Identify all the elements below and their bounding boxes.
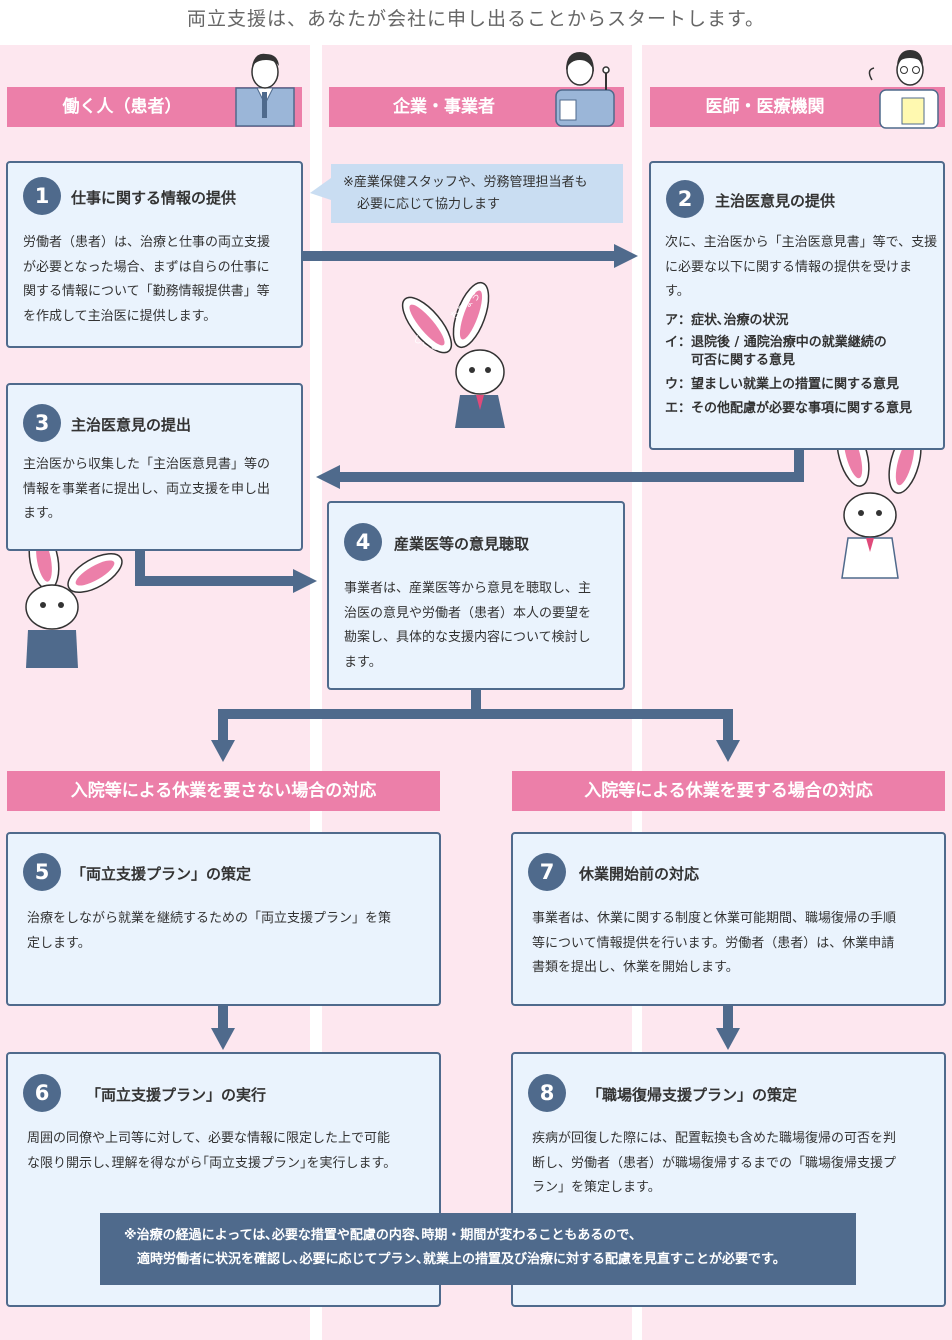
connector-left-down (218, 709, 228, 742)
step-6-line: な限り開示し､理解を得ながら｢両立支援プラン｣を実行します。 (27, 1155, 397, 1171)
step-4-line: 事業者は、産業医等から意見を聴取し、主 (344, 581, 592, 596)
step-4-line: 勘案し、具体的な支援内容について検討し (344, 630, 591, 645)
arrow-2-to-3 (340, 472, 804, 482)
step-5-text: 治療をしながら就業を継続するための「両立支援プラン」を策 定します。 (27, 907, 437, 956)
arrowhead-3-to-4 (293, 569, 317, 593)
step-7-number: 7 (528, 853, 566, 891)
step-7-text: 事業者は、休業に関する制度と休業可能期間、職場復帰の手順 等について情報提供を行… (532, 907, 942, 981)
step-3-line: 情報を事業者に提出し、両立支援を申し出 (23, 481, 271, 497)
step-6-line: 周囲の同僚や上司等に対して、必要な情報に限定した上で可能 (27, 1131, 390, 1146)
actor-company-label: 企業・事業者 (393, 97, 495, 117)
step-5-line: 定します。 (27, 935, 91, 951)
step-7-line: 事業者は、休業に関する制度と休業可能期間、職場復帰の手順 (532, 911, 897, 926)
step-3-title: 主治医意見の提出 (71, 416, 192, 434)
step-6-title: 「両立支援プラン」の実行 (86, 1086, 267, 1104)
step-1-title: 仕事に関する情報の提供 (71, 189, 237, 207)
step-5-title: 「両立支援プラン」の策定 (71, 865, 252, 883)
step-4-line: 治医の意見や労働者（患者）本人の要望を (344, 605, 592, 621)
step-2-item: エ：その他配慮が必要な事項に関する意見 (665, 401, 913, 416)
page-title: 両立支援は、あなたが会社に申し出ることからスタートします。 (186, 8, 766, 30)
step-2-line: 次に、主治医から「主治医意見書」等で、支援 (665, 235, 938, 250)
bottom-note-line-1: ※治療の経過によっては､必要な措置や配慮の内容､時期・期間が変わることもあるので… (124, 1228, 636, 1243)
step-7-title: 休業開始前の対応 (579, 865, 700, 883)
step-1-text: 労働者（患者）は、治療と仕事の両立支援 が必要となった場合、まずは自らの仕事に … (23, 231, 298, 329)
arrowhead-right-branch (716, 740, 740, 762)
step-1-line: 労働者（患者）は、治療と仕事の両立支援 (23, 235, 271, 250)
step-8-text: 疾病が回復した際には、配置転換も含めた職場復帰の可否を判 断し、労働者（患者）が… (532, 1127, 942, 1201)
step-1-number: 1 (23, 177, 61, 215)
arrow-7-to-8 (723, 1006, 733, 1030)
doctor-illustration (868, 50, 939, 129)
arrow-1-to-2 (303, 251, 616, 261)
branch-no-leave-header: 入院等による休業を要さない場合の対応 (7, 771, 440, 811)
step-7-line: 等について情報提供を行います。労働者（患者）は、休業申請 (532, 935, 895, 951)
step-2-number: 2 (666, 180, 704, 218)
arrowhead-1-to-2 (614, 244, 638, 268)
company-person-illustration (555, 52, 615, 127)
arrow-5-to-6 (218, 1006, 228, 1030)
step-5-box: 5 「両立支援プラン」の策定 治療をしながら就業を継続するための「両立支援プラン… (6, 832, 441, 1006)
step-6-text: 周囲の同僚や上司等に対して、必要な情報に限定した上で可能 な限り開示し､理解を得… (27, 1127, 437, 1176)
arrowhead-7-to-8 (716, 1028, 740, 1050)
step-2-item: 可否に関する意見 (665, 353, 796, 368)
branch-leave-header: 入院等による休業を要する場合の対応 (512, 771, 945, 811)
step-8-line: 疾病が回復した際には、配置転換も含めた職場復帰の可否を判 (532, 1131, 897, 1146)
step-8-number: 8 (528, 1074, 566, 1112)
note-pointer (310, 178, 331, 200)
staff-note-line-1: ※産業保健スタッフや、労務管理担当者も (343, 175, 588, 190)
arrowhead-left-branch (211, 740, 235, 762)
step-4-box: 4 産業医等の意見聴取 事業者は、産業医等から意見を聴取し、主 治医の意見や労働… (327, 501, 625, 690)
connector-branch (218, 709, 733, 719)
step-2-title: 主治医意見の提供 (715, 192, 836, 210)
arrow-3-to-4 (135, 576, 295, 586)
step-6-number: 6 (23, 1074, 61, 1112)
step-2-item: イ：退院後 / 通院治療中の就業継続の (665, 335, 887, 350)
step-2-box: 2 主治医意見の提供 次に、主治医から「主治医意見書」等で、支援 に必要な以下に… (649, 161, 945, 450)
step-2-item: ウ：望ましい就業上の措置に関する意見 (665, 377, 900, 392)
step-4-line: ます。 (344, 654, 382, 670)
connector-3-down (135, 550, 145, 586)
step-5-line: 治療をしながら就業を継続するための「両立支援プラン」を策 (27, 911, 392, 926)
staff-note: ※産業保健スタッフや、労務管理担当者も 必要に応じて協力します (331, 164, 623, 223)
bottom-note-line-2: 適時労働者に状況を確認し､必要に応じてプラン､就業上の措置及び治療に対する配慮を… (124, 1252, 786, 1267)
step-7-line: 書類を提出し、休業を開始します。 (532, 960, 739, 975)
step-2-line: に必要な以下に関する情報の提供を受けま (665, 259, 913, 275)
step-3-box: 3 主治医意見の提出 主治医から収集した「主治医意見書」等の 情報を事業者に提出… (6, 383, 303, 551)
step-3-number: 3 (23, 404, 61, 442)
step-4-text: 事業者は、産業医等から意見を聴取し、主 治医の意見や労働者（患者）本人の要望を … (344, 577, 619, 675)
step-2-items: ア：症状､治療の状況 イ：退院後 / 通院治療中の就業継続の 可否に関する意見 … (665, 310, 945, 420)
bottom-note: ※治療の経過によっては､必要な措置や配慮の内容､時期・期間が変わることもあるので… (100, 1213, 856, 1285)
step-2-text: 次に、主治医から「主治医意見書」等で、支援 に必要な以下に関する情報の提供を受け… (665, 231, 940, 305)
arrowhead-2-to-3 (316, 465, 340, 489)
step-2-item: ア：症状､治療の状況 (665, 313, 789, 328)
step-8-line: 断し、労働者（患者）が職場復帰するまでの「職場復帰支援プ (532, 1155, 897, 1171)
arrowhead-5-to-6 (211, 1028, 235, 1050)
step-1-line: を作成して主治医に提供します。 (23, 308, 217, 324)
connector-right-down (723, 709, 733, 742)
step-7-box: 7 休業開始前の対応 事業者は、休業に関する制度と休業可能期間、職場復帰の手順 … (511, 832, 946, 1006)
connector-2-down (794, 449, 804, 482)
mascot-suit-illustration (401, 281, 505, 428)
staff-note-line-2: 必要に応じて協力します (357, 197, 501, 212)
step-1-box: 1 仕事に関する情報の提供 労働者（患者）は、治療と仕事の両立支援 が必要となっ… (6, 161, 303, 348)
step-8-title: 「職場復帰支援プラン」の策定 (587, 1086, 798, 1104)
step-1-line: 関する情報について「勤務情報提供書」等 (23, 284, 270, 299)
step-5-number: 5 (23, 853, 61, 891)
worker-person-illustration (235, 53, 295, 127)
connector-4-down (471, 689, 481, 711)
step-4-number: 4 (344, 523, 382, 561)
step-8-line: ラン」を策定します。 (532, 1180, 661, 1195)
step-3-text: 主治医から収集した「主治医意見書」等の 情報を事業者に提出し、両立支援を申し出 … (23, 453, 298, 527)
step-1-line: が必要となった場合、まずは自らの仕事に (23, 259, 270, 275)
step-4-title: 産業医等の意見聴取 (394, 535, 530, 553)
actor-doctor-label: 医師・医療機関 (705, 97, 825, 117)
actor-worker-label: 働く人（患者） (62, 97, 182, 117)
step-3-line: ます。 (23, 506, 61, 521)
step-3-line: 主治医から収集した「主治医意見書」等の (23, 457, 271, 472)
step-2-line: す。 (665, 284, 690, 299)
